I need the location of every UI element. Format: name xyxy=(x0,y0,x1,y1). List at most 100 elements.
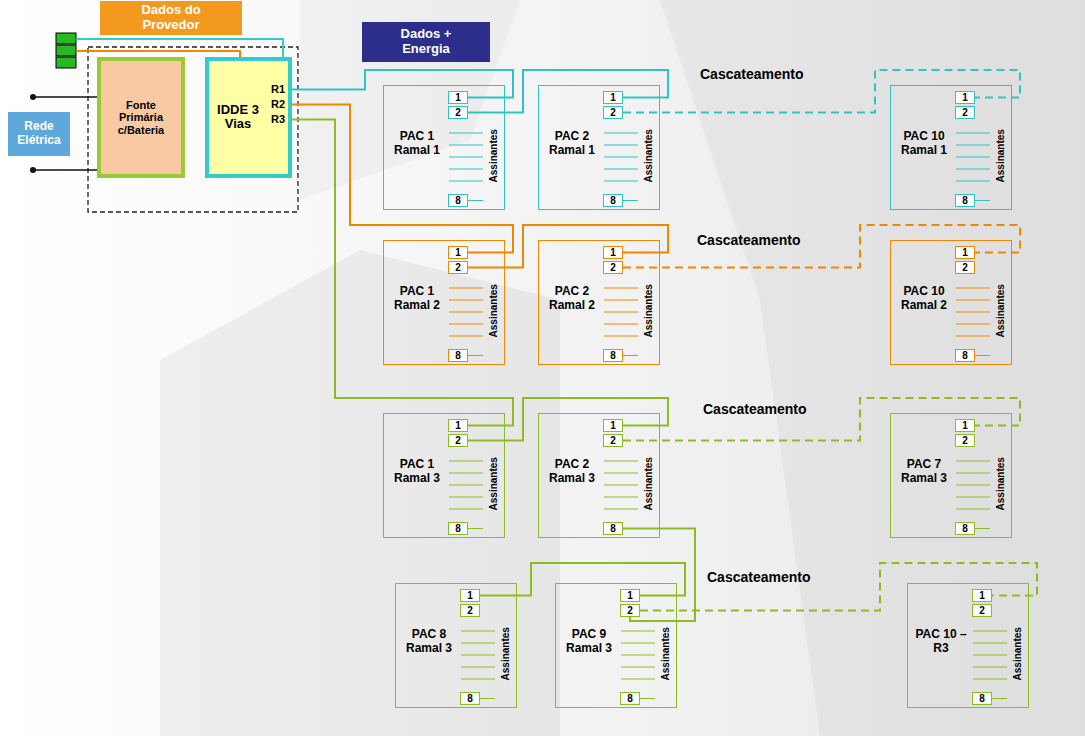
port-number: 2 xyxy=(962,435,968,446)
port-box: 8 xyxy=(460,692,480,705)
pac-box: PAC 10 – R3Assinantes128 xyxy=(907,583,1029,708)
subscribers-label: Assinantes xyxy=(994,284,1006,337)
subscriber-lines xyxy=(604,288,638,356)
port-number: 8 xyxy=(962,195,968,206)
cable-line xyxy=(468,225,668,268)
port-number: 2 xyxy=(979,605,985,616)
pac-label: PAC 2 Ramal 3 xyxy=(543,458,601,486)
cable-line xyxy=(468,70,668,113)
port-box: 1 xyxy=(972,589,992,602)
port-number: 8 xyxy=(455,523,461,534)
cable-line xyxy=(292,70,513,98)
port-box: 2 xyxy=(448,106,468,119)
mains-box: Rede Elétrica xyxy=(8,112,70,156)
port-number: 1 xyxy=(455,420,461,431)
cascade-label: Cascateamento xyxy=(700,66,804,82)
port-box: 2 xyxy=(972,604,992,617)
port-box: 1 xyxy=(603,246,623,259)
port-box: 1 xyxy=(460,589,480,602)
subscribers-label: Assinantes xyxy=(642,457,654,510)
port-box: 2 xyxy=(460,604,480,617)
pac-box: PAC 2 Ramal 3Assinantes128 xyxy=(538,413,660,538)
port-box: 1 xyxy=(448,246,468,259)
subscribers-label: Assinantes xyxy=(499,627,511,680)
port-box: 2 xyxy=(955,106,975,119)
port-number: 2 xyxy=(610,107,616,118)
port-number: 8 xyxy=(962,350,968,361)
subscriber-lines xyxy=(956,133,990,201)
connector-square xyxy=(56,33,76,44)
subscriber-lines xyxy=(449,288,483,356)
connector-square xyxy=(56,45,76,56)
box-label: Dados do Provedor xyxy=(129,3,213,33)
port-number: 1 xyxy=(455,92,461,103)
port-number: 1 xyxy=(610,420,616,431)
cable-line xyxy=(292,120,513,426)
port-number: 1 xyxy=(962,92,968,103)
subscriber-lines xyxy=(461,631,495,699)
cascade-label: Cascateamento xyxy=(703,401,807,417)
port-box: 1 xyxy=(955,91,975,104)
subscriber-lines xyxy=(956,288,990,356)
port-box: 8 xyxy=(955,349,975,362)
splitter-box: IDDE 3 ViasR1R2R3 xyxy=(205,57,292,178)
pac-label: PAC 1 Ramal 1 xyxy=(388,130,446,158)
pac-box: PAC 2 Ramal 1Assinantes128 xyxy=(538,85,660,210)
port-box: 1 xyxy=(448,419,468,432)
subscriber-lines xyxy=(621,631,655,699)
box-label: Fonte Primária c/Bateria xyxy=(107,99,175,137)
subscriber-lines xyxy=(449,461,483,529)
port-box: 2 xyxy=(448,261,468,274)
output-name: R2 xyxy=(271,98,285,111)
port-box: 2 xyxy=(603,261,623,274)
dashed-enclosure xyxy=(88,47,298,212)
port-box: 8 xyxy=(972,692,992,705)
port-number: 8 xyxy=(979,693,985,704)
subscribers-label: Assinantes xyxy=(642,129,654,182)
pac-box: PAC 8 Ramal 3Assinantes128 xyxy=(395,583,517,708)
cable-line xyxy=(468,398,668,441)
port-box: 2 xyxy=(620,604,640,617)
pac-label: PAC 9 Ramal 3 xyxy=(560,628,618,656)
cascade-label: Cascateamento xyxy=(707,569,811,585)
port-number: 1 xyxy=(455,247,461,258)
pac-label: PAC 2 Ramal 1 xyxy=(543,130,601,158)
subscribers-label: Assinantes xyxy=(642,284,654,337)
pac-box: PAC 7 Ramal 3Assinantes128 xyxy=(890,413,1012,538)
power-supply-box: Fonte Primária c/Bateria xyxy=(97,57,185,178)
subscribers-label: Assinantes xyxy=(487,129,499,182)
port-number: 8 xyxy=(455,350,461,361)
port-number: 8 xyxy=(610,523,616,534)
photo-shade xyxy=(300,0,520,200)
pac-label: PAC 7 Ramal 3 xyxy=(895,458,953,486)
port-number: 1 xyxy=(962,247,968,258)
subscriber-lines xyxy=(604,133,638,201)
port-number: 2 xyxy=(962,262,968,273)
port-box: 8 xyxy=(448,194,468,207)
port-box: 8 xyxy=(603,349,623,362)
connector-square xyxy=(56,57,76,68)
port-number: 8 xyxy=(610,195,616,206)
port-number: 8 xyxy=(610,350,616,361)
pac-label: PAC 10 Ramal 1 xyxy=(895,130,953,158)
port-box: 2 xyxy=(603,106,623,119)
cable-line xyxy=(292,105,513,253)
port-box: 8 xyxy=(955,194,975,207)
provider-box: Dados do Provedor xyxy=(100,1,242,35)
pac-box: PAC 2 Ramal 2 Assinantes 1 2 8 xyxy=(538,240,660,365)
port-number: 1 xyxy=(627,590,633,601)
pac-label: PAC 1 Ramal 3 xyxy=(388,458,446,486)
port-number: 1 xyxy=(610,247,616,258)
port-number: 1 xyxy=(962,420,968,431)
pac-label: PAC 10 – R3 xyxy=(912,628,970,656)
box-label: Dados + Energia xyxy=(390,27,462,57)
box-label: IDDE 3 Vias xyxy=(211,103,265,133)
port-number: 1 xyxy=(979,590,985,601)
pac-label: PAC 2 Ramal 2 xyxy=(543,285,601,313)
port-number: 8 xyxy=(627,693,633,704)
port-number: 2 xyxy=(455,107,461,118)
port-number: 1 xyxy=(467,590,473,601)
pac-label: PAC 1 Ramal 2 xyxy=(388,285,446,313)
